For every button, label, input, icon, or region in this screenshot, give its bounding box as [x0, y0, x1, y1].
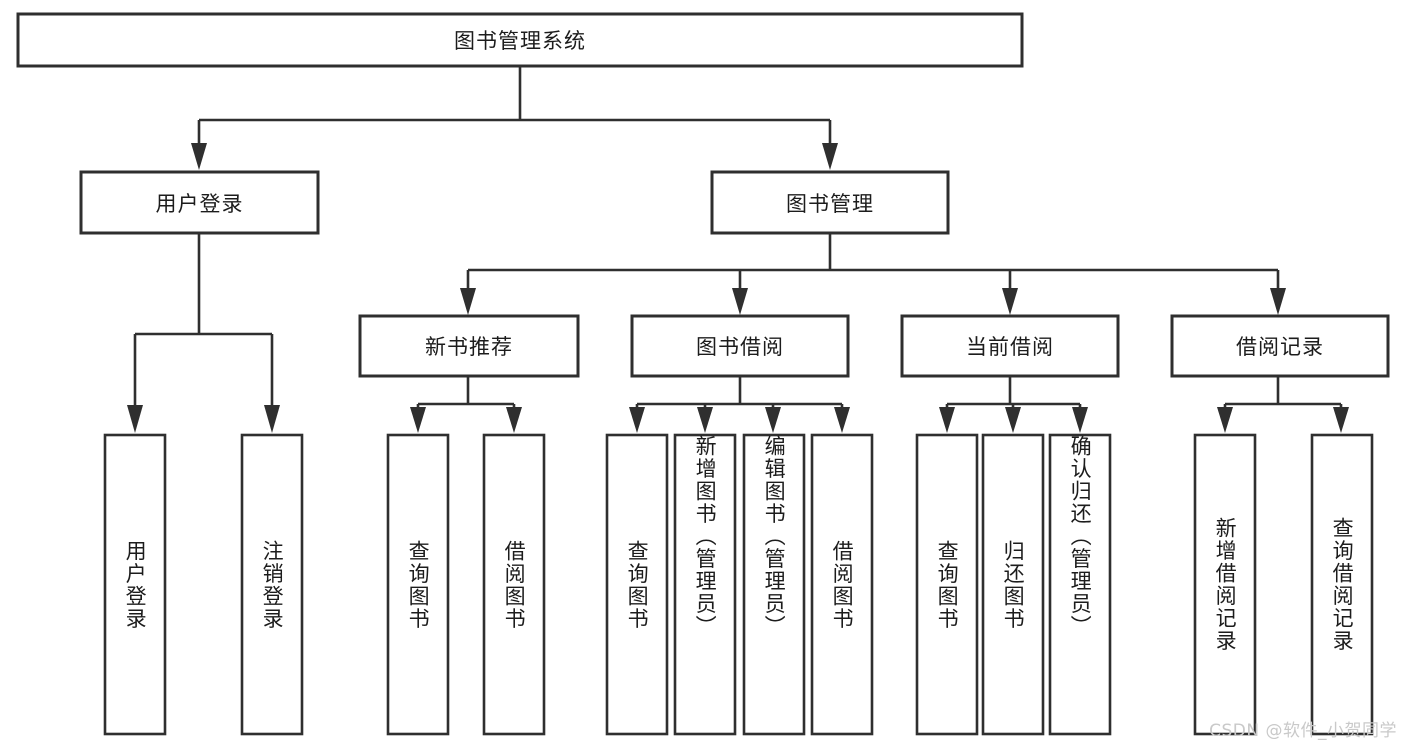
arrow-head-icon	[822, 143, 838, 170]
node-box-leaf-add-borrow-record[interactable]	[1193, 433, 1257, 736]
node-box-root[interactable]	[16, 12, 1024, 68]
arrow-head-icon	[1072, 407, 1088, 433]
node-box-leaf-query-book-borrow[interactable]	[605, 433, 669, 736]
node-box-leaf-query-book-current[interactable]	[915, 433, 979, 736]
arrow-head-icon	[939, 407, 955, 433]
arrow-head-icon	[410, 407, 426, 433]
node-box-leaf-borrow-book[interactable]	[810, 433, 874, 736]
arrow-head-icon	[264, 405, 280, 433]
node-box-borrow-record[interactable]	[1170, 314, 1390, 378]
arrow-head-icon	[127, 405, 143, 433]
node-box-leaf-return-book[interactable]	[981, 433, 1045, 736]
arrow-head-icon	[1005, 407, 1021, 433]
arrow-head-icon	[732, 288, 748, 315]
node-box-new-book-rec[interactable]	[358, 314, 580, 378]
node-box-leaf-confirm-return-admin[interactable]	[1048, 433, 1112, 736]
arrow-head-icon	[1270, 288, 1286, 315]
node-box-book-manage[interactable]	[710, 170, 950, 235]
node-box-leaf-add-book-admin[interactable]	[673, 433, 737, 736]
node-box-leaf-logout-login[interactable]	[240, 433, 304, 736]
arrow-head-icon	[629, 407, 645, 433]
node-box-leaf-edit-book-admin[interactable]	[742, 433, 806, 736]
arrow-head-icon	[765, 407, 781, 433]
arrow-head-icon	[191, 143, 207, 170]
arrow-head-icon	[1217, 407, 1233, 433]
connectors-layer	[127, 66, 1349, 433]
arrow-head-icon	[834, 407, 850, 433]
node-box-current-borrow[interactable]	[900, 314, 1120, 378]
arrow-head-icon	[506, 407, 522, 433]
node-box-leaf-user-login[interactable]	[103, 433, 167, 736]
node-box-leaf-borrow-book-rec[interactable]	[482, 433, 546, 736]
arrow-head-icon	[1002, 288, 1018, 315]
arrow-head-icon	[460, 288, 476, 315]
arrow-head-icon	[697, 407, 713, 433]
node-box-leaf-query-borrow-record[interactable]	[1310, 433, 1374, 736]
arrow-head-icon	[1333, 407, 1349, 433]
node-box-book-borrow[interactable]	[630, 314, 850, 378]
node-box-user-login[interactable]	[79, 170, 320, 235]
nodes-layer	[16, 12, 1390, 736]
node-box-leaf-query-book-rec[interactable]	[386, 433, 450, 736]
